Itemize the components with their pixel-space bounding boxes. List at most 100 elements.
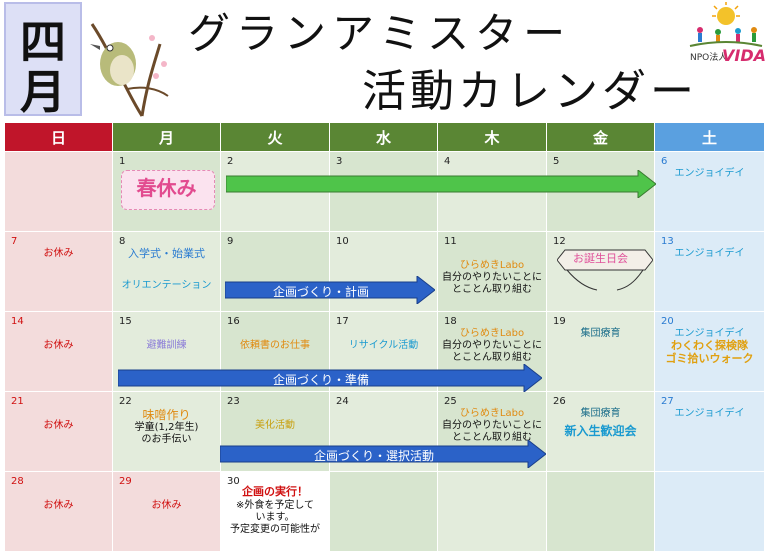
birthday-ribbon-banner [557,249,653,291]
day-number: 24 [336,396,349,407]
day-cell-26[interactable]: 26 集団療育 新入生歓迎会 [546,391,655,472]
event-text: 自分のやりたいことにとことん取り組む [442,420,542,443]
day-number: 9 [227,236,234,247]
day-number: 20 [661,316,674,327]
week-row-4: 21 お休み 22 味噌作り 学童(1,2年生) のお手伝い 23 美化活動 2… [4,391,765,472]
weekday-tue: 火 [220,122,330,152]
day-cell-30[interactable]: 30 企画の実行！ ※外食を予定して います。 予定変更の可能性が [220,471,330,552]
day-number: 19 [553,316,566,327]
day-number: 16 [227,316,240,327]
event-text: オリエンテーション [121,280,212,291]
day-number: 4 [444,156,451,167]
day-cell-22[interactable]: 22 味噌作り 学童(1,2年生) のお手伝い [112,391,221,472]
day-number: 3 [336,156,343,167]
event-text: お休み [43,420,74,431]
birthday-banner-label: お誕生日会 [573,252,628,265]
event-text: います。 [255,512,295,523]
event-text: ※外食を予定して [235,500,315,511]
day-number: 29 [119,476,132,487]
day-cell-11[interactable]: 11 ひらめきLabo 自分のやりたいことにとことん取り組む [437,231,547,312]
spring-break-badge-bg [121,170,215,210]
day-cell-empty [654,471,765,552]
event-text: お休み [43,340,74,351]
weekday-sat: 土 [654,122,765,152]
day-number: 8 [119,236,126,247]
weekday-thu: 木 [437,122,547,152]
event-text: 集団療育 [580,408,621,419]
day-number: 13 [661,236,674,247]
spring-break-arrow [226,170,656,198]
event-title: 味噌作り [142,408,191,422]
event-text: 入学式・始業式 [128,247,205,260]
weekday-fri: 金 [546,122,655,152]
day-cell-empty [329,471,438,552]
day-cell-20[interactable]: 20 エンジョイデイ わくわく探検隊 ゴミ拾いウォーク [654,311,765,392]
month-kanji-2: 月 [20,65,66,119]
day-cell-27[interactable]: 27 エンジョイデイ [654,391,765,472]
day-cell-12[interactable]: 12 お誕生日会 [546,231,655,312]
event-title: ひらめきLabo [459,328,525,339]
day-number: 14 [11,316,24,327]
day-number: 22 [119,396,132,407]
day-number: 30 [227,476,240,487]
month-kanji-1: 四 [20,15,66,69]
event-text: エンジョイデイ [674,408,745,419]
day-number: 10 [336,236,349,247]
week-row-5: 28 お休み 29 お休み 30 企画の実行！ ※外食を予定して います。 予定… [4,471,765,552]
weekday-sun: 日 [4,122,113,152]
selection-arrow-label: 企画づくり・選択活動 [313,449,434,463]
day-cell-empty [437,471,547,552]
logo-org-label: NPO法人 [690,53,728,63]
event-text: エンジョイデイ [674,328,745,339]
event-text: お休み [43,248,74,259]
event-text: 美化活動 [255,420,295,431]
event-text: わくわく探検隊 [671,339,748,352]
event-text: エンジョイデイ [674,168,745,179]
day-number: 17 [336,316,349,327]
day-number: 7 [11,236,18,247]
day-cell-13[interactable]: 13 エンジョイデイ [654,231,765,312]
event-text: 避難訓練 [146,340,187,351]
week-row-2: 7 お休み 8 入学式・始業式 オリエンテーション 9 10 11 ひらめきLa… [4,231,765,312]
day-number: 21 [11,396,24,407]
event-text: 自分のやりたいことにとことん取り組む [442,340,542,363]
day-number: 28 [11,476,24,487]
day-cell-8[interactable]: 8 入学式・始業式 オリエンテーション [112,231,221,312]
day-number: 5 [553,156,560,167]
event-text: 依頼書のお仕事 [240,340,310,351]
day-cell-1[interactable]: 1 春休み [112,151,221,232]
day-number: 27 [661,396,674,407]
title-line-2: 活動カレンダー [362,66,698,117]
preparation-arrow: 企画づくり・準備 [118,364,542,392]
event-text: 学童(1,2年生) [134,422,199,433]
planning-arrow: 企画づくり・計画 [225,276,435,304]
day-cell-29[interactable]: 29 お休み [112,471,221,552]
event-text: リサイクル活動 [348,340,419,351]
event-text: 集団療育 [580,328,621,339]
planning-arrow-label: 企画づくり・計画 [272,285,369,299]
event-text: ゴミ拾いウォーク [665,352,754,365]
bird-branch-illustration [90,23,169,117]
vida-logo-illustration [689,2,763,47]
event-title: 企画の実行！ [242,485,308,498]
title-line-1: グランアミスター [188,9,572,58]
selection-arrow: 企画づくり・選択活動 [220,440,546,468]
day-number: 6 [661,156,668,167]
preparation-arrow-label: 企画づくり・準備 [272,373,369,387]
day-cell-14[interactable]: 14 お休み [4,311,113,392]
event-text: のお手伝い [141,434,192,445]
day-cell-19[interactable]: 19 集団療育 [546,311,655,392]
day-cell-28[interactable]: 28 お休み [4,471,113,552]
day-number: 26 [553,396,566,407]
spring-break-badge: 春休み [136,176,197,200]
event-text: お休み [151,500,182,511]
event-title: ひらめきLabo [459,260,525,271]
event-text: 自分のやりたいことにとことん取り組む [442,272,542,295]
day-number: 18 [444,316,457,327]
day-cell-empty [546,471,655,552]
day-number: 23 [227,396,240,407]
day-cell-empty [4,151,113,232]
day-cell-7[interactable]: 7 お休み [4,231,113,312]
day-cell-21[interactable]: 21 お休み [4,391,113,472]
day-cell-6[interactable]: 6 エンジョイデイ [654,151,765,232]
